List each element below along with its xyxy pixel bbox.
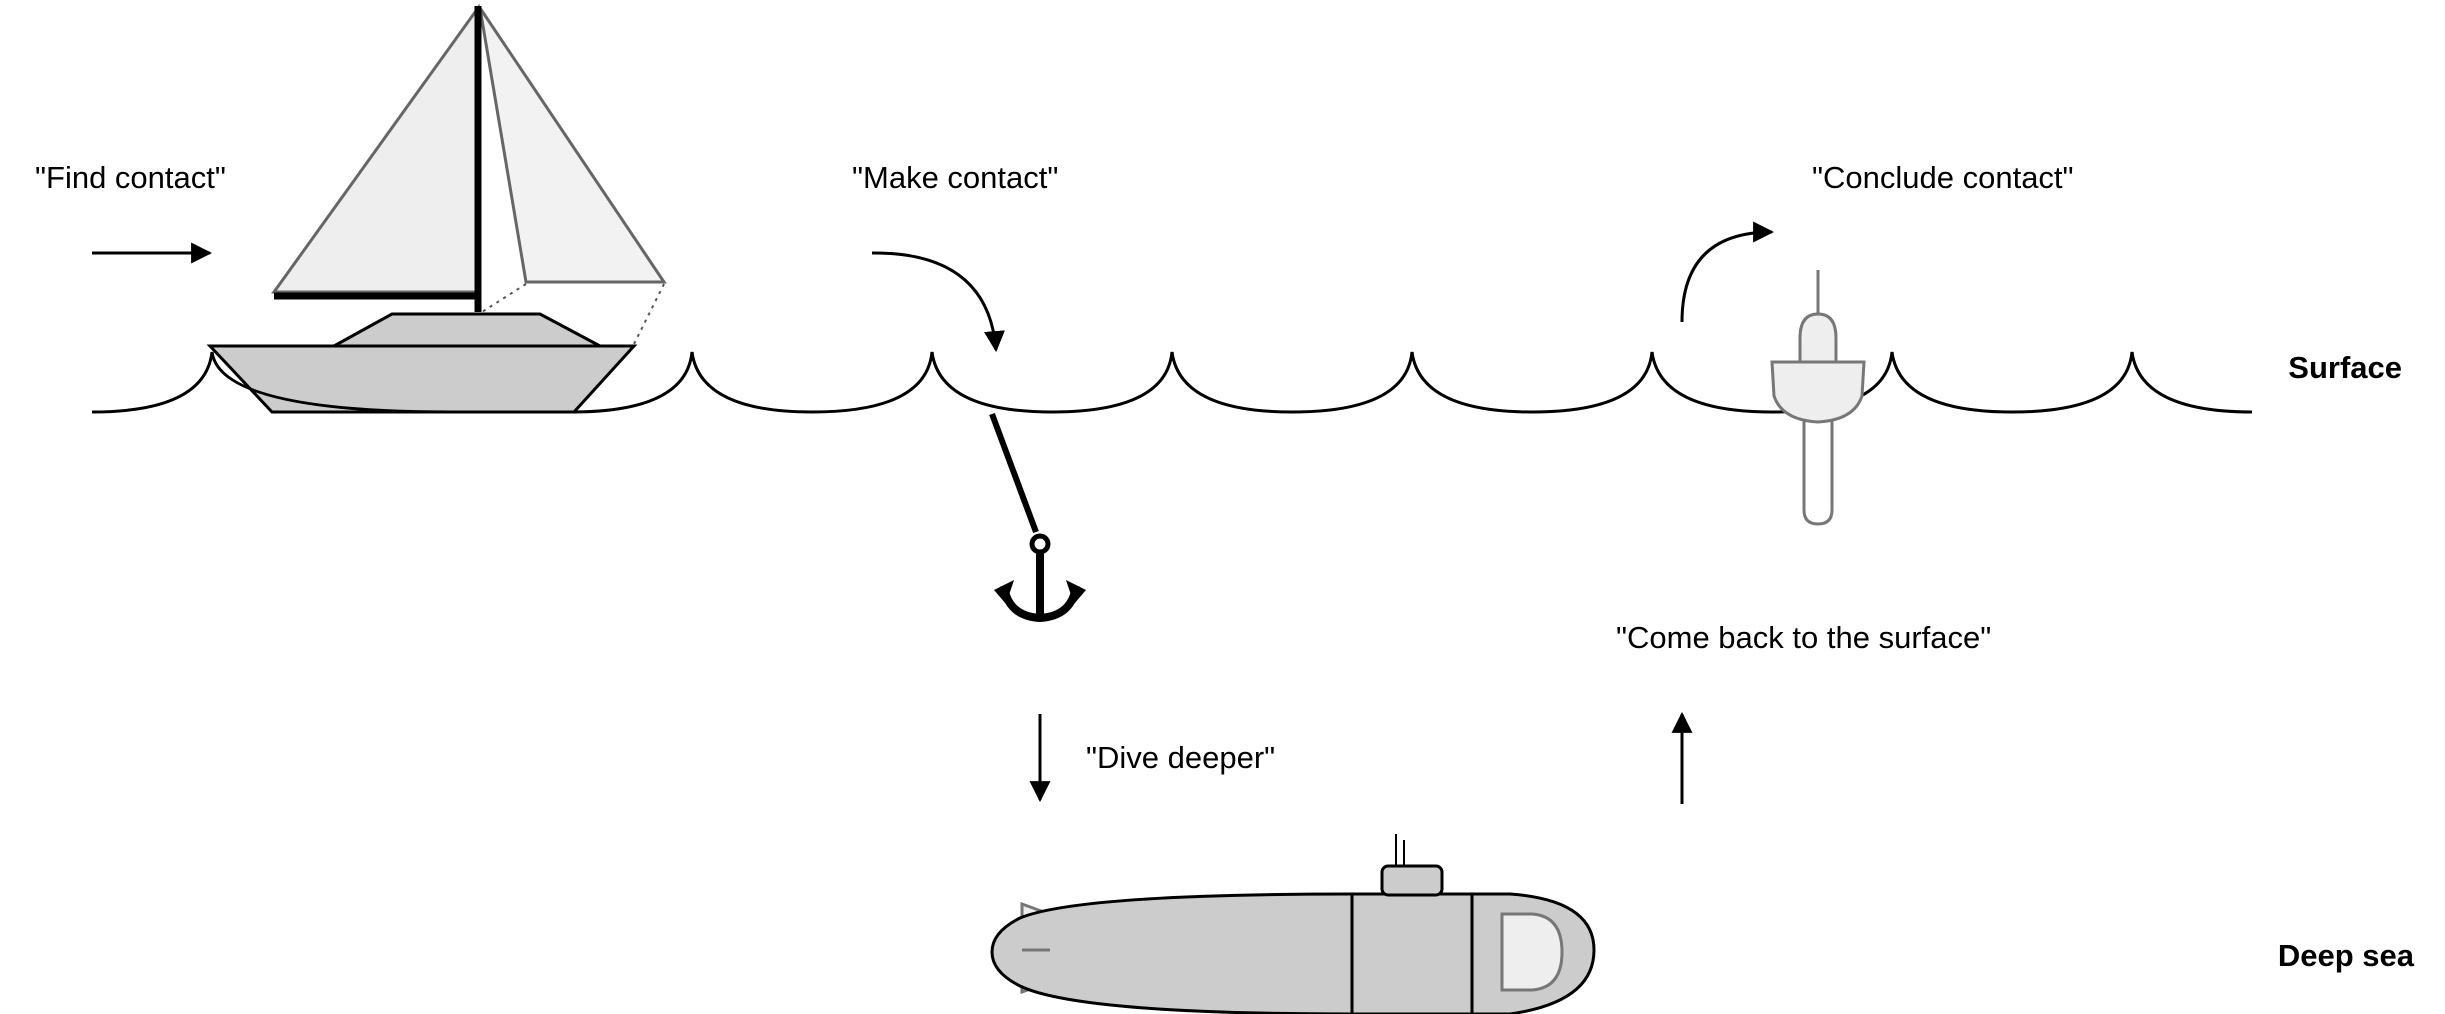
come-back-label: "Come back to the surface" <box>1616 620 1991 655</box>
sea-surface-waves <box>91 351 453 414</box>
mainsail <box>271 3 480 294</box>
submarine-window <box>1500 912 1564 992</box>
conning-tower <box>1380 864 1444 897</box>
jib-stay <box>631 283 665 349</box>
hull <box>206 344 638 414</box>
jib-sheet <box>481 283 527 313</box>
deep-sea-zone-label: Deep sea <box>2278 938 2415 973</box>
buoy-icon <box>1770 270 1866 526</box>
submarine-hull <box>990 892 1596 1014</box>
conclude-contact-label: "Conclude contact" <box>1812 160 2074 195</box>
submarine-icon <box>990 834 1596 1014</box>
find-contact-label: "Find contact" <box>35 160 226 195</box>
jib-sail <box>478 7 667 284</box>
anchor-chain <box>989 412 1039 534</box>
make-contact-arrow <box>871 251 1005 353</box>
cabin <box>333 312 601 348</box>
anchor-icon <box>994 533 1086 623</box>
surface-zone-label: Surface <box>2288 350 2402 385</box>
sea-surface-waves-right <box>571 351 2253 414</box>
make-contact-label: "Make contact" <box>852 160 1058 195</box>
dive-deeper-label: "Dive deeper" <box>1086 740 1275 775</box>
sailboat-icon <box>206 3 667 414</box>
conclude-contact-arrow <box>1680 221 1775 323</box>
